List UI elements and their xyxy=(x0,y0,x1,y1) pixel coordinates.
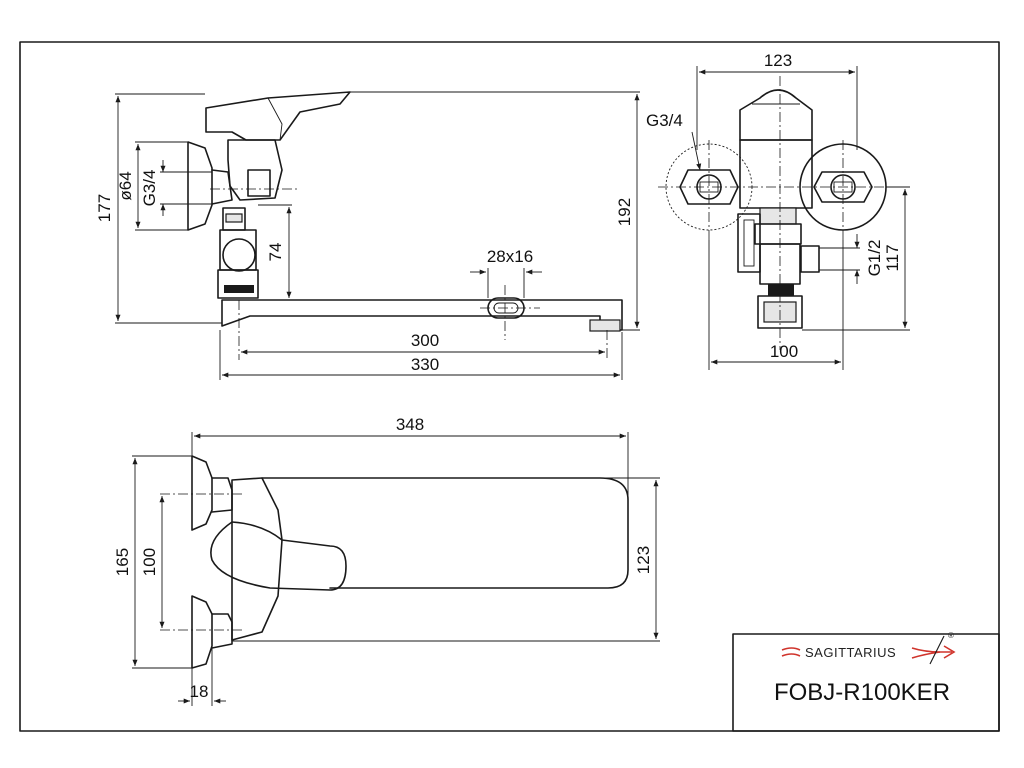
dim-18: 18 xyxy=(190,682,209,701)
title-block: SAGITTARIUS ® FOBJ-R100KER xyxy=(732,631,1000,732)
registered-mark: ® xyxy=(948,631,954,640)
dim-123-top: 123 xyxy=(634,546,653,574)
end-diverter xyxy=(737,213,761,273)
dim-28x16: 28x16 xyxy=(487,247,533,266)
top-spout xyxy=(261,477,629,589)
sagittarius-logo: SAGITTARIUS ® xyxy=(781,631,956,665)
lower-body xyxy=(217,269,259,299)
top-flange-lower xyxy=(191,595,213,669)
dim-100-top: 100 xyxy=(140,548,159,576)
model-number: FOBJ-R100KER xyxy=(774,679,950,706)
lever-handle xyxy=(205,91,351,141)
mixer-body xyxy=(227,139,283,201)
end-handle xyxy=(739,89,813,141)
brand-name: SAGITTARIUS xyxy=(805,645,896,660)
end-view: 123 G3/4 G1/2 117 100 xyxy=(646,51,910,370)
dim-330: 330 xyxy=(411,355,439,374)
dim-123-end: 123 xyxy=(764,51,792,70)
top-nut-upper xyxy=(211,477,233,513)
aerator xyxy=(589,319,621,332)
dim-177: 177 xyxy=(95,194,114,222)
top-body xyxy=(231,477,283,641)
top-nut-lower xyxy=(211,613,233,649)
dim-300: 300 xyxy=(411,331,439,350)
dim-g34-end: G3/4 xyxy=(646,111,683,130)
dim-192: 192 xyxy=(615,198,634,226)
top-view: 348 165 100 123 18 xyxy=(113,415,660,706)
dim-348: 348 xyxy=(396,415,424,434)
dim-g12: G1/2 xyxy=(865,240,884,277)
dim-d64: ø64 xyxy=(116,171,135,200)
dim-100-end: 100 xyxy=(770,342,798,361)
spout xyxy=(221,299,623,331)
g12-outlet xyxy=(800,245,820,273)
wall-flange xyxy=(187,141,213,231)
dim-g34-side: G3/4 xyxy=(140,170,159,207)
drawing-frame xyxy=(19,41,1000,732)
side-view: 177 ø64 G3/4 74 192 28x16 300 xyxy=(95,91,640,380)
eccentric-ball xyxy=(222,238,256,272)
lever-contour xyxy=(267,97,283,141)
body-cartridge xyxy=(247,169,271,197)
top-lever-handle xyxy=(210,521,347,591)
top-flange-upper xyxy=(191,455,213,531)
right-hex-nut xyxy=(813,171,873,203)
dim-117: 117 xyxy=(883,244,902,271)
dim-165: 165 xyxy=(113,548,132,576)
dim-74: 74 xyxy=(266,243,285,262)
